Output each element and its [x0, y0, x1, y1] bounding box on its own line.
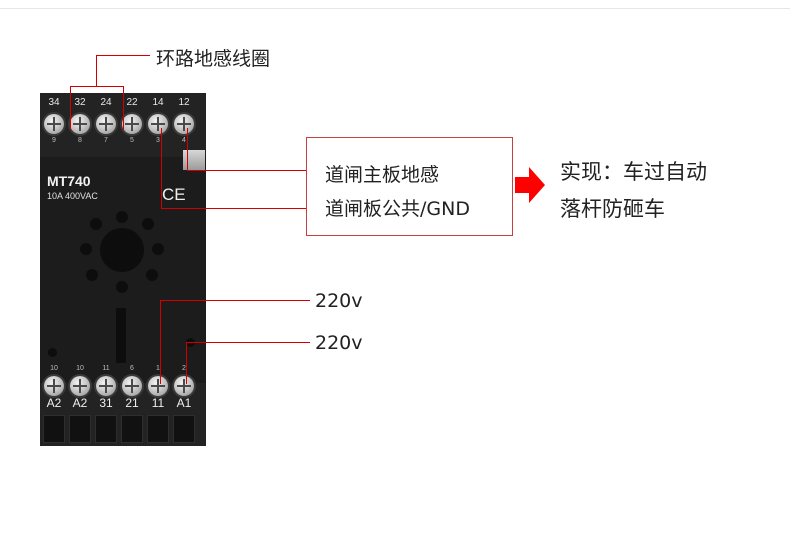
top-subpin-label: 3: [156, 137, 160, 144]
top-pin-label: 12: [178, 97, 190, 108]
model-label: MT740: [47, 173, 91, 189]
loop-coil-bracket-top: [70, 86, 124, 87]
screw-terminal-icon: [122, 114, 142, 134]
bottom-pin-label: 11: [102, 365, 110, 372]
right-arrow-icon: [515, 167, 545, 203]
socket-pin-hole: [116, 211, 128, 223]
socket-foot: [95, 415, 117, 443]
top-pin-label: 32: [74, 97, 86, 108]
top-subpin-label: 9: [52, 137, 56, 144]
screw-terminal-icon: [96, 114, 116, 134]
ce-mark: CE: [162, 185, 186, 204]
socket-foot: [121, 415, 143, 443]
box-line-1: 道闸主板地感: [325, 164, 440, 186]
pin12-wire: [187, 128, 188, 170]
bottom-pin-label: 10: [76, 365, 84, 372]
power-label-1: 220v: [315, 290, 363, 312]
screw-terminal-icon: [96, 376, 116, 396]
loop-coil-bracket-right: [123, 86, 124, 130]
power2-line: [186, 342, 310, 343]
top-subpin-label: 4: [182, 137, 186, 144]
screw-terminal-icon: [174, 114, 194, 134]
power-label-2: 220v: [315, 332, 363, 354]
bottom-terminal-label: A2: [46, 396, 62, 410]
screw-terminal-icon: [70, 376, 90, 396]
loop-coil-leader-horizontal: [96, 55, 150, 56]
top-pin-label: 14: [152, 97, 164, 108]
socket-pin-hole: [80, 243, 92, 255]
bottom-pin-label: 1: [156, 365, 160, 372]
top-divider: [0, 8, 790, 9]
pin1-wire: [160, 300, 161, 384]
socket-pin-hole: [86, 269, 98, 281]
socket-foot: [69, 415, 91, 443]
loop-coil-leader-vertical: [96, 55, 97, 86]
screw-terminal-icon: [148, 114, 168, 134]
top-subpin-label: 7: [104, 137, 108, 144]
bottom-pin-label: 6: [130, 365, 134, 372]
gate-board-info-box: 道闸主板地感 道闸板公共/GND: [306, 137, 513, 236]
mounting-hole: [48, 348, 57, 357]
top-subpin-label: 8: [78, 137, 82, 144]
loop-coil-label: 环路地感线圈: [156, 48, 271, 70]
mounting-slot: [116, 308, 126, 363]
result-line-1: 实现：车过自动: [560, 160, 707, 184]
socket-pin-hole: [116, 281, 128, 293]
rating-label: 10A 400VAC: [47, 191, 98, 201]
loop-coil-bracket-left: [70, 86, 71, 130]
screw-terminal-icon: [70, 114, 90, 134]
relay-socket: 34 32 24 22 14 12 9 8 7 5 3 4 MT740 10A …: [40, 93, 206, 446]
screw-terminal-icon: [148, 376, 168, 396]
socket-pin-hole: [142, 218, 154, 230]
socket-pin-hole: [90, 218, 102, 230]
screw-terminal-icon: [174, 376, 194, 396]
bottom-pin-label: 10: [50, 365, 58, 372]
screw-terminal-icon: [44, 376, 64, 396]
bottom-pin-label: 2: [182, 365, 186, 372]
top-pin-label: 34: [48, 97, 60, 108]
socket-foot: [173, 415, 195, 443]
silver-nameplate: [183, 150, 205, 170]
socket-foot: [147, 415, 169, 443]
bottom-terminal-label: 21: [125, 396, 139, 410]
pin14-to-box-line: [161, 208, 307, 209]
bottom-terminal-label: A2: [72, 396, 88, 410]
socket-pin-hole: [152, 243, 164, 255]
box-line-2: 道闸板公共/GND: [325, 198, 470, 220]
power1-line: [160, 300, 310, 301]
socket-foot: [43, 415, 65, 443]
pin12-to-box-line: [187, 170, 307, 171]
top-subpin-label: 5: [130, 137, 134, 144]
bottom-terminal-label: 11: [151, 396, 165, 410]
top-pin-label: 24: [100, 97, 112, 108]
socket-pin-hole: [146, 269, 158, 281]
bottom-terminal-label: A1: [176, 396, 192, 410]
top-pin-label: 22: [126, 97, 138, 108]
bottom-terminal-label: 31: [99, 396, 113, 410]
center-socket-hole: [100, 228, 144, 272]
screw-terminal-icon: [122, 376, 142, 396]
screw-terminal-icon: [44, 114, 64, 134]
pin2-wire: [186, 342, 187, 384]
pin14-wire: [161, 128, 162, 208]
result-line-2: 落杆防砸车: [560, 197, 665, 221]
